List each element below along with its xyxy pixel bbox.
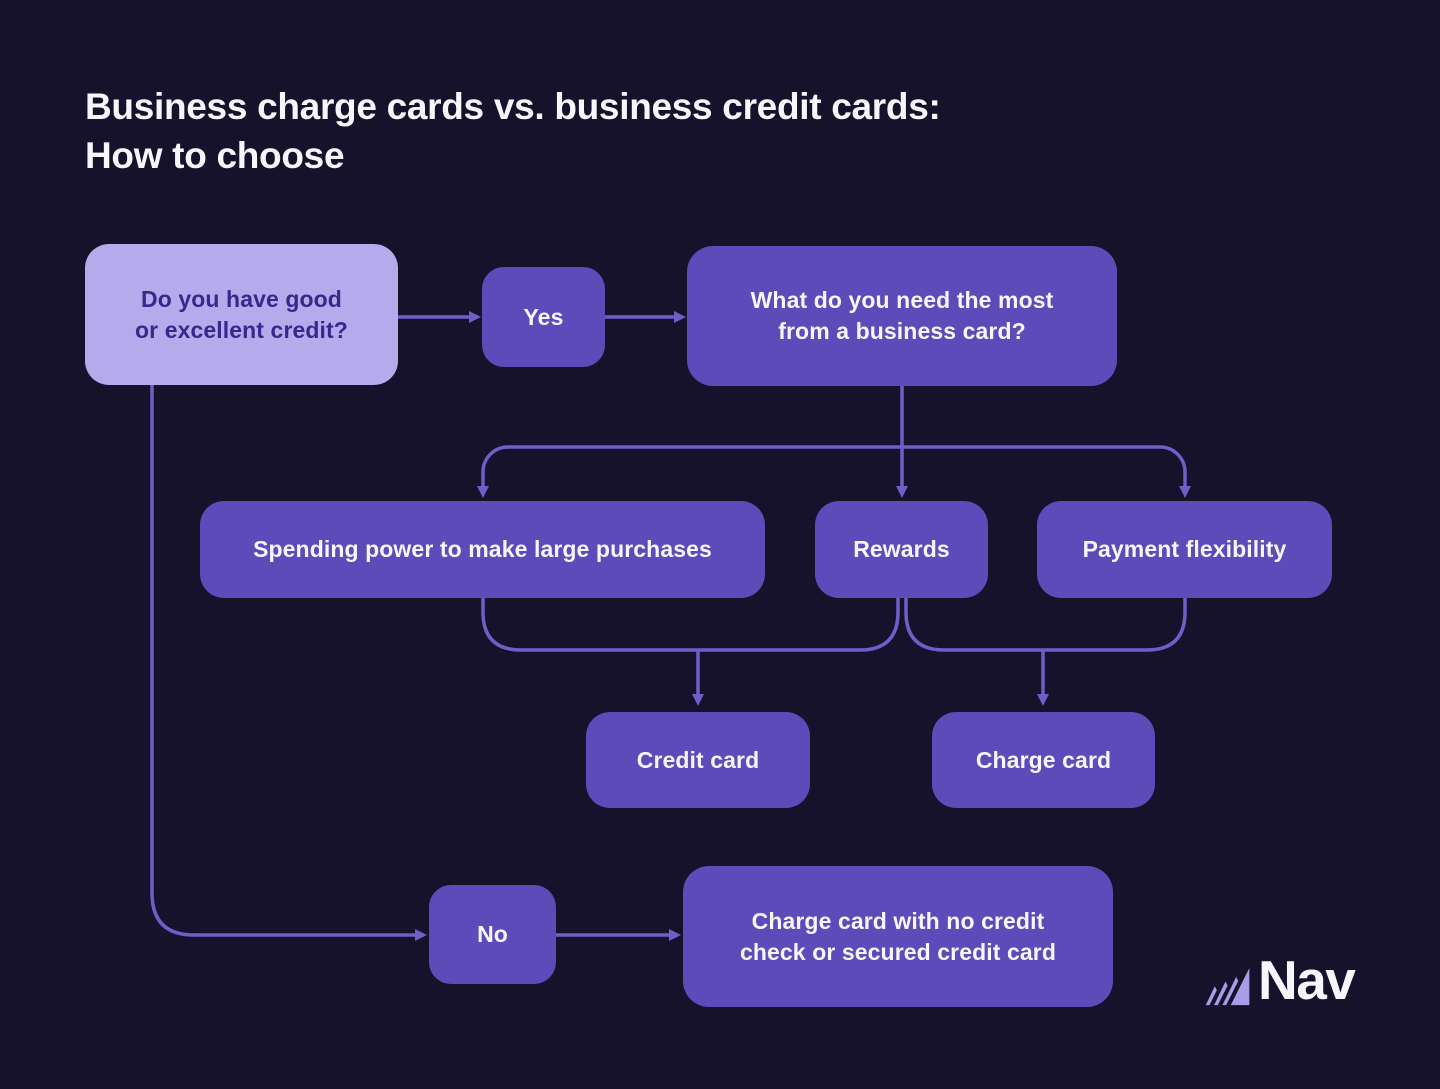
node-payment-flexibility-label: Payment flexibility (1082, 536, 1287, 562)
edge-bracket-charge (904, 598, 1187, 652)
edge-bracket-credit (481, 598, 900, 652)
node-rewards-label: Rewards (853, 536, 950, 562)
node-yes-label: Yes (523, 303, 564, 330)
node-fallback-card: Charge card with no credit check or secu… (683, 866, 1113, 1007)
node-rewards: Rewards (815, 501, 988, 598)
node-need-label: What do you need the most from a busines… (750, 287, 1054, 344)
node-question: Do you have good or excellent credit? (85, 244, 398, 385)
nav-logo-icon (1205, 968, 1250, 1006)
edge-question-no (150, 385, 427, 941)
node-charge-card: Charge card (932, 712, 1155, 808)
node-no-label: No (477, 921, 508, 947)
node-spending-power: Spending power to make large purchases (200, 501, 765, 598)
node-charge-card-label: Charge card (975, 746, 1112, 773)
nav-logo: Nav (1202, 949, 1356, 1011)
node-fallback-card-label: Charge card with no credit check or secu… (739, 907, 1056, 965)
node-credit-card-label: Credit card (636, 746, 760, 773)
page-title: Business charge cards vs. business credi… (85, 86, 941, 176)
node-credit-card: Credit card (586, 712, 810, 808)
node-spending-power-label: Spending power to make large purchases (253, 536, 712, 562)
edge-need-spending (477, 445, 902, 498)
node-no: No (429, 885, 556, 984)
node-question-label: Do you have good or excellent credit? (135, 285, 348, 343)
node-need: What do you need the most from a busines… (687, 246, 1117, 386)
node-payment-flexibility: Payment flexibility (1037, 501, 1332, 598)
nav-logo-text: Nav (1258, 949, 1356, 1011)
node-yes: Yes (482, 267, 605, 367)
edge-need-payment (902, 445, 1191, 498)
